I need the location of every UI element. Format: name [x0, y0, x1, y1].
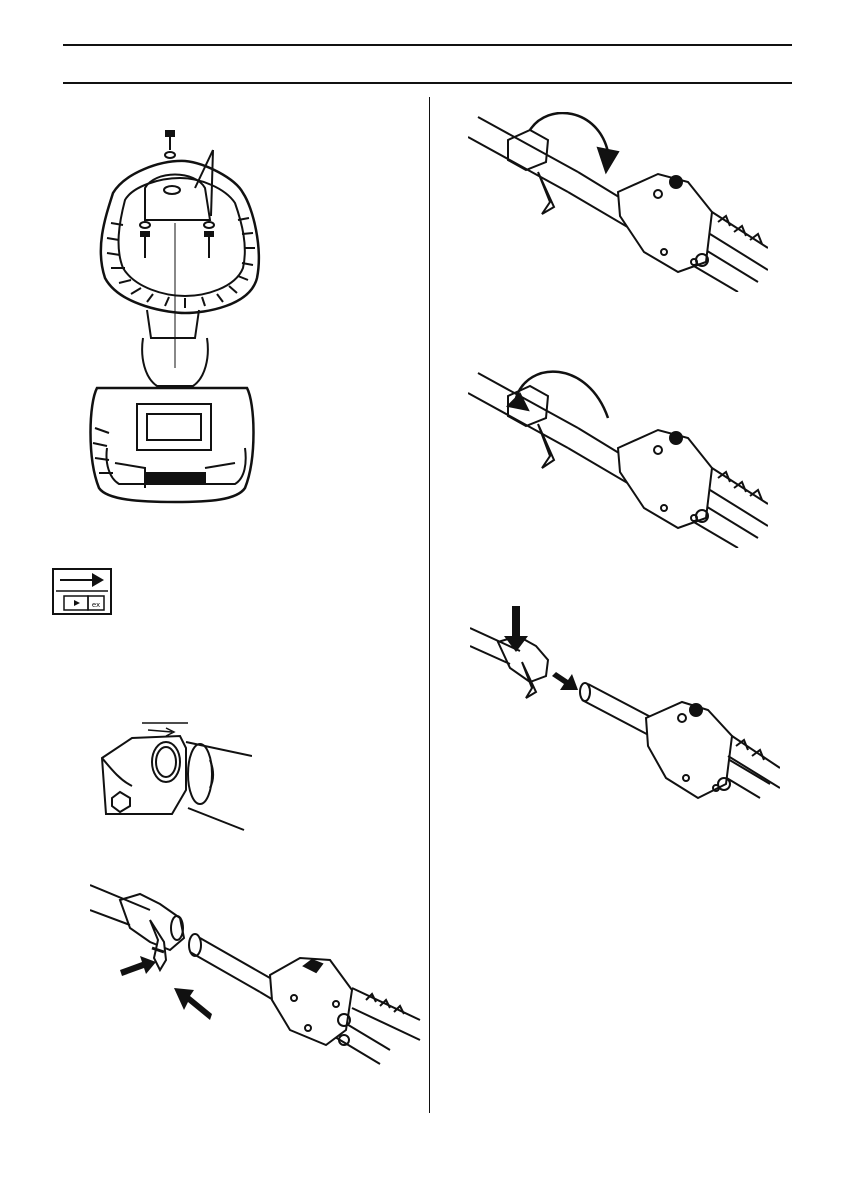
note-icon-label: ex: [92, 601, 100, 609]
press-and-slide-illustration: [470, 606, 780, 816]
rotate-knob-open-illustration: [468, 368, 768, 548]
rotate-knob-loosen-illustration: [468, 112, 768, 292]
handle-assembly-illustration: [85, 128, 265, 504]
arrow-reference-icon: ex: [52, 568, 112, 615]
header-rule-top: [63, 44, 792, 46]
header-rule-bottom: [63, 82, 792, 84]
insert-shaft-illustration: [90, 880, 435, 1070]
coupling-detail-illustration: [92, 718, 252, 838]
